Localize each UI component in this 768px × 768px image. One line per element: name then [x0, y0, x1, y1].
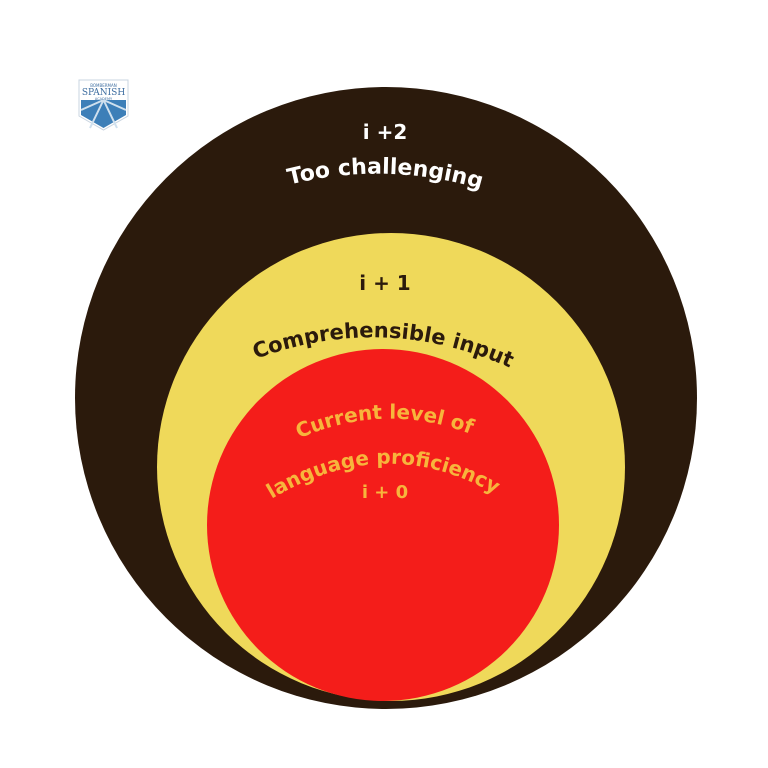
logo-text-main: SPANISH: [82, 88, 125, 98]
logo-text-bottom: ACADEMY: [95, 97, 113, 101]
middle-level-code: i + 1: [359, 271, 410, 295]
inner-level-code: i + 0: [362, 482, 408, 503]
inner-circle-current-level: [207, 349, 559, 701]
logo: BOMBERMAN SPANISH ACADEMY: [78, 79, 129, 131]
logo-text-top: BOMBERMAN: [90, 83, 117, 88]
outer-level-code: i +2: [363, 120, 408, 144]
